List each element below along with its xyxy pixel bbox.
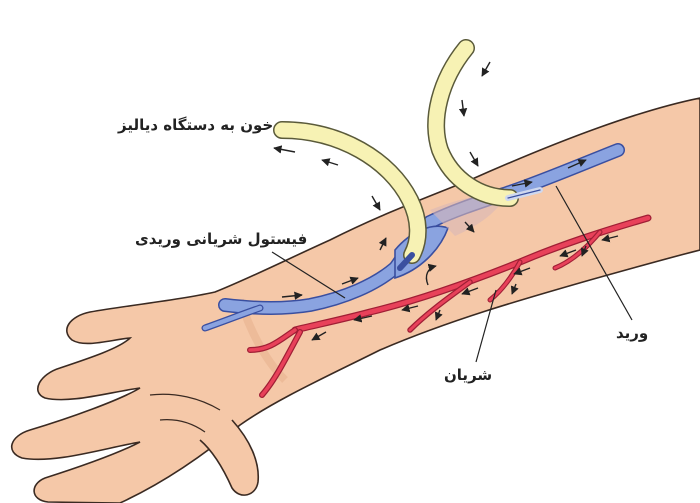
flow-arrow [353,314,373,323]
label-vein: ورید [616,324,649,342]
flow-arrow [580,245,589,257]
artery-branch [248,328,297,352]
vein-leader [555,185,633,321]
artery-branch [260,330,302,397]
vein-shade-zone [430,194,505,236]
artery-vessels [247,214,652,398]
flow-arrow [567,159,587,169]
forearm [10,97,700,503]
flow-arrow [273,145,296,154]
outflow-needle [397,252,415,271]
artery-branch [408,280,472,332]
artery-branch [553,230,602,270]
artery-leader [475,289,497,363]
flow-arrow [281,291,303,300]
flow-arrow [371,195,381,211]
label-blood-to-dialysis: خون به دستگاه دیالیز [118,116,274,134]
palm-crease [149,393,221,411]
palm-crease [159,419,206,433]
label-artery: شریان [444,366,493,384]
artery-main-fill [292,215,651,333]
flow-arrow [513,267,531,276]
flow-arrow [311,331,327,341]
flow-arrow [469,151,479,167]
flow-arrow [461,287,479,296]
label-av-fistula: فیستول شریانی وریدی [135,230,308,248]
leader-lines [271,185,633,363]
arm-skin [10,97,700,503]
inflow-tube-fill [428,40,518,206]
artery-branch [488,260,522,302]
flow-arrow [401,304,419,313]
dialysis-tubes [273,39,543,271]
flow-arrow [510,283,519,295]
flow-arrow [559,249,577,258]
flow-arrow [425,263,437,286]
flow-arrow [434,309,443,321]
flow-arrows [273,61,619,341]
flow-arrow [601,234,619,243]
thumb [199,419,260,496]
fistula-leader [271,251,346,299]
inflow-needle-outline [507,189,541,199]
flow-arrow [481,61,491,77]
flow-arrow [321,158,339,167]
flow-arrow [378,237,387,251]
flow-arrow [341,276,359,285]
flow-arrow [511,179,533,188]
outflow-tube-fill [274,122,426,263]
flow-arrow [458,99,468,117]
flow-arrow [464,221,475,233]
vein-branch [202,305,263,331]
